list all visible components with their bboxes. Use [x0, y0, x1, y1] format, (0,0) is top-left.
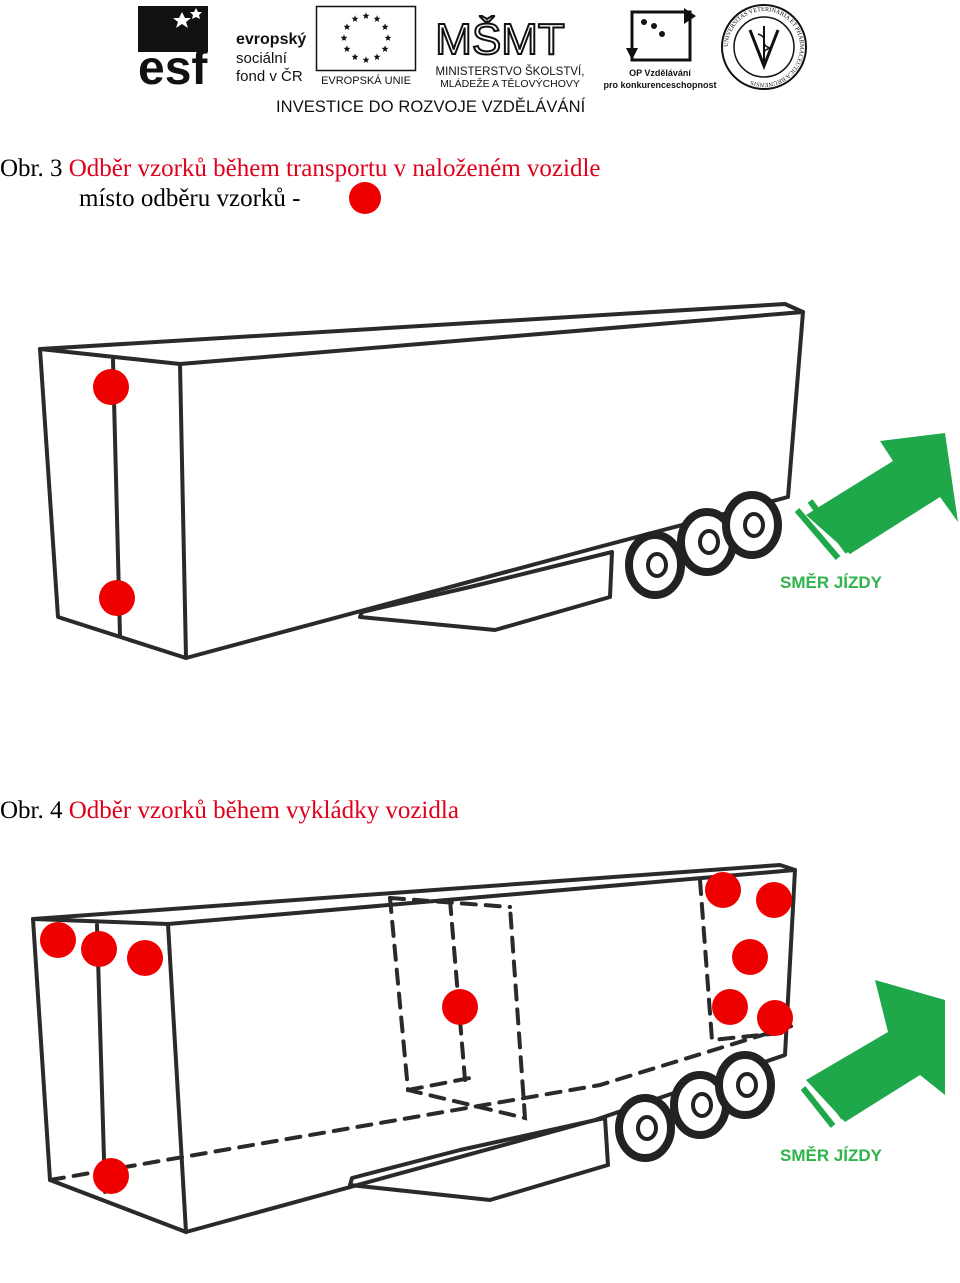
floor-dashed-line [48, 1023, 797, 1182]
legend-text: místo odběru vzorků - [79, 185, 301, 212]
eu-star-icon [343, 23, 351, 30]
trailer-wheels [625, 491, 782, 599]
svg-text:sociální: sociální [236, 50, 288, 67]
eu-star-icon [351, 53, 359, 60]
sample-point [705, 872, 741, 908]
sample-point [756, 882, 792, 918]
svg-text:esf: esf [138, 42, 208, 95]
esf-logo: esf evropský sociální fond v ČR [138, 6, 306, 95]
op-vzdelavani-logo: OP Vzdělávání pro konkurenceschopnost [603, 8, 717, 90]
trailer-rear-face [31, 917, 188, 1234]
eu-star-icon [340, 34, 348, 41]
figure2-caption: Obr. 4 Odběr vzorků během vykládky vozid… [0, 798, 459, 823]
eu-star-icon [362, 56, 370, 63]
trailer-rear-face [38, 347, 188, 660]
sample-point [81, 931, 117, 967]
wheel-hub [736, 1072, 758, 1098]
svg-text:EVROPSKÁ UNIE: EVROPSKÁ UNIE [321, 74, 411, 87]
header-logos: esf evropský sociální fond v ČR EVROPSKÁ… [0, 0, 960, 125]
eu-star-icon [343, 45, 351, 52]
eu-star-icon [351, 15, 359, 22]
figure1-label: Obr. 3 [0, 155, 63, 182]
sample-point [127, 940, 163, 976]
direction-label: SMĚR JÍZDY [780, 1146, 883, 1165]
figure1-trailer-drawing [38, 302, 958, 660]
svg-text:MINISTERSTVO ŠKOLSTVÍ,: MINISTERSTVO ŠKOLSTVÍ, [436, 65, 585, 78]
figure1-caption: Obr. 3 Odběr vzorků během transportu v n… [0, 156, 601, 181]
svg-text:OP Vzdělávání: OP Vzdělávání [629, 68, 691, 78]
sample-points [40, 872, 793, 1194]
svg-text:evropský: evropský [236, 31, 306, 48]
direction-arrow-icon [794, 433, 958, 560]
figure1-title: Odběr vzorků během transportu v naložené… [68, 155, 601, 182]
svg-text:pro konkurenceschopnost: pro konkurenceschopnost [603, 80, 716, 90]
wheel-hub [646, 552, 668, 578]
trailer-landing-gear [358, 550, 614, 632]
eu-star-icon [381, 23, 389, 30]
vfu-brno-seal-logo: UNIVERSITAS VETERINARIA ET PHARMACEUTICA… [721, 4, 807, 90]
sample-point [757, 1000, 793, 1036]
eu-star-icon [384, 34, 392, 41]
svg-text:MLÁDEŽE A TĚLOVÝCHOVY: MLÁDEŽE A TĚLOVÝCHOVY [440, 77, 580, 90]
sample-point [99, 580, 135, 616]
wheel-hub [698, 529, 720, 555]
eu-star-icon [362, 12, 370, 19]
sample-point [93, 1158, 129, 1194]
investice-tagline: INVESTICE DO ROZVOJE VZDĚLÁVÁNÍ [276, 98, 586, 116]
trailer-roof [38, 302, 805, 366]
figure2-trailer-drawing [31, 863, 945, 1234]
wheel-hub [691, 1092, 713, 1118]
trailer-wheels [615, 1051, 775, 1162]
svg-text:fond v ČR: fond v ČR [236, 68, 303, 85]
sample-point [712, 989, 748, 1025]
cargo-section-dashed [388, 896, 528, 1121]
rear-door-split [95, 923, 107, 1194]
sample-point [40, 922, 76, 958]
eu-star-icon [373, 15, 381, 22]
trailer-roof [31, 863, 797, 926]
trailer-side [184, 868, 797, 1234]
direction-arrow-icon [800, 980, 945, 1128]
legend-sample-point-icon [349, 182, 381, 214]
svg-text:MŠMT: MŠMT [435, 14, 565, 64]
trailer-landing-gear [348, 1116, 610, 1202]
eu-star-icon [373, 53, 381, 60]
front-section-dashed [698, 878, 792, 1043]
eu-flag-logo: EVROPSKÁ UNIE [315, 5, 417, 87]
figure2-label: Obr. 4 [0, 797, 63, 824]
eu-star-icon [381, 45, 389, 52]
sample-point [93, 369, 129, 405]
msmt-logo: MŠMT MINISTERSTVO ŠKOLSTVÍ, MLÁDEŽE A TĚ… [434, 13, 585, 90]
figure2-title: Odběr vzorků během vykládky vozidla [68, 797, 459, 824]
sample-point [732, 939, 768, 975]
direction-label: SMĚR JÍZDY [780, 573, 883, 592]
wheel-hub [743, 512, 765, 538]
sample-point [442, 989, 478, 1025]
wheel-hub [636, 1115, 658, 1141]
trailer-side [184, 310, 805, 660]
